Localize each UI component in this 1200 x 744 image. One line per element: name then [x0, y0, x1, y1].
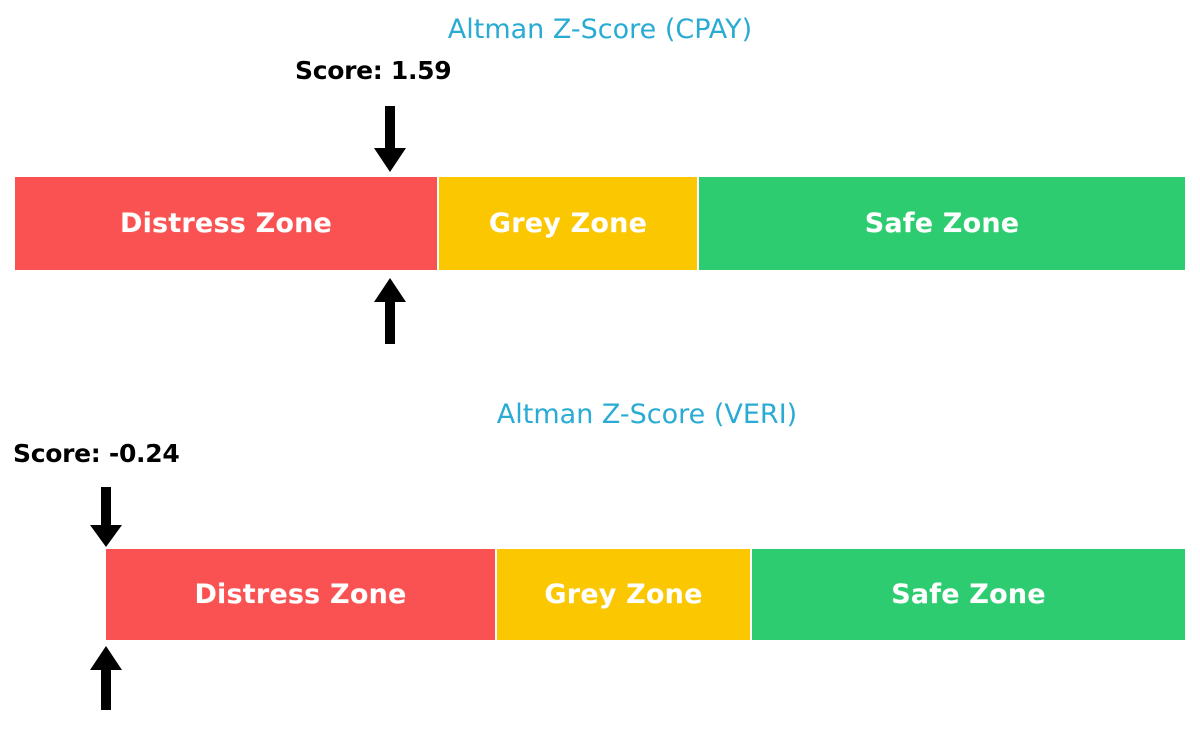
zone-label-grey: Grey Zone	[488, 208, 648, 239]
zone-label-safe: Safe Zone	[891, 579, 1046, 610]
zone-label-safe: Safe Zone	[864, 208, 1020, 239]
zone-bar-veri: Distress Zone Grey Zone Safe Zone	[106, 549, 1185, 640]
zone-safe-cpay: Safe Zone	[698, 177, 1185, 270]
zone-grey-veri: Grey Zone	[494, 549, 752, 640]
zone-label-grey: Grey Zone	[544, 579, 703, 610]
zone-distress-veri: Distress Zone	[106, 549, 495, 640]
arrow-down-icon	[368, 106, 412, 174]
chart-title-cpay: Altman Z-Score (CPAY)	[447, 14, 753, 45]
arrow-up-icon	[368, 276, 412, 344]
zone-label-distress: Distress Zone	[119, 208, 333, 239]
zone-bar-cpay: Distress Zone Grey Zone Safe Zone	[15, 177, 1185, 270]
arrow-down-icon	[84, 487, 128, 549]
zone-grey-cpay: Grey Zone	[437, 177, 699, 270]
zone-label-distress: Distress Zone	[194, 579, 407, 610]
score-label-cpay: Score: 1.59	[295, 56, 452, 85]
arrow-up-icon	[84, 644, 128, 710]
score-label-veri: Score: -0.24	[13, 439, 180, 468]
zone-distress-cpay: Distress Zone	[15, 177, 438, 270]
chart-title-veri: Altman Z-Score (VERI)	[496, 399, 798, 430]
zone-safe-veri: Safe Zone	[751, 549, 1185, 640]
